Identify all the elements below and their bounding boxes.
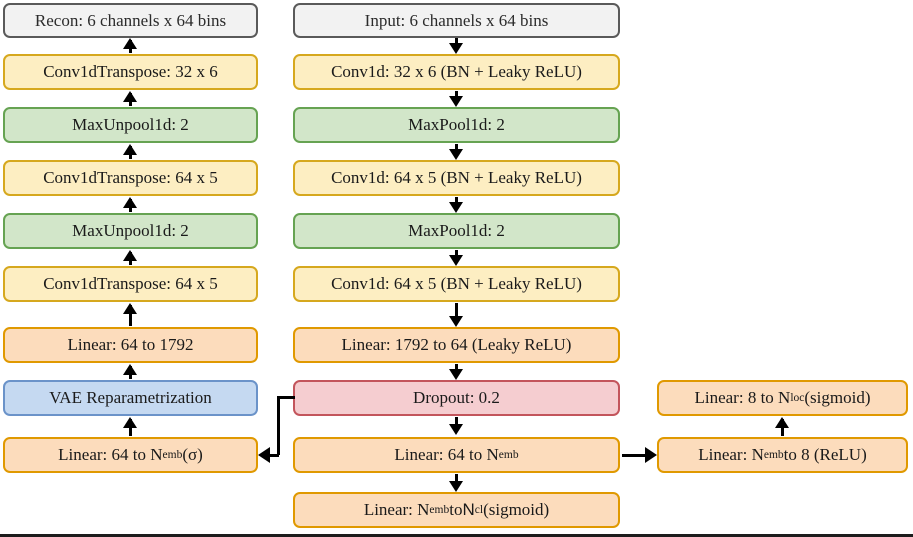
edge-dropout-sigma-horizontal [277,396,295,399]
edge-dropout-sigma-entry [270,454,279,457]
node-vae-reparametrization: VAE Reparametrization [3,380,258,416]
arrowhead-up-vae [123,417,137,428]
arrowhead-down-pool1 [449,96,463,107]
node-conv1: Conv1d: 32 x 6 (BN + Leaky ReLU) [293,54,620,90]
edge-dropout-sigma-vertical [277,396,280,455]
arrowhead-down-embedding [449,424,463,435]
node-deconv1: Conv1dTranspose: 32 x 6 [3,54,258,90]
node-unpool2: MaxUnpool1d: 2 [3,213,258,249]
arrowhead-down-conv3 [449,255,463,266]
node-conv3: Conv1d: 64 x 5 (BN + Leaky ReLU) [293,266,620,302]
node-decoder-linear: Linear: 64 to 1792 [3,327,258,363]
arrowhead-down-pool2 [449,202,463,213]
node-input: Input: 6 channels x 64 bins [293,3,620,38]
arrowhead-up-declinear [123,364,137,375]
arrowhead-up-deconv2 [123,197,137,208]
node-pool1: MaxPool1d: 2 [293,107,620,143]
edge-declinear-deconv3 [129,305,132,326]
node-conv2: Conv1d: 64 x 5 (BN + Leaky ReLU) [293,160,620,196]
arrowhead-up-unpool2 [123,250,137,261]
arrowhead-down-dropout [449,369,463,380]
edge-embedding-classhead [455,474,458,485]
node-recon: Recon: 6 channels x 64 bins [3,3,258,38]
edge-conv3-enclinear [455,303,458,321]
arrowhead-down-conv2 [449,149,463,160]
bottom-rule [0,534,913,537]
edge-embedding-locproj [622,454,646,457]
arrowhead-up-recon [123,38,137,49]
arrowhead-up-locout [775,417,789,428]
node-encoder-linear: Linear: 1792 to 64 (Leaky ReLU) [293,327,620,363]
node-deconv3: Conv1dTranspose: 64 x 5 [3,266,258,302]
node-pool2: MaxPool1d: 2 [293,213,620,249]
arrowhead-left-sigma [258,447,270,463]
arrowhead-down-enclinear [449,316,463,327]
arrowhead-right-locproj [645,447,657,463]
node-unpool1: MaxUnpool1d: 2 [3,107,258,143]
node-deconv2: Conv1dTranspose: 64 x 5 [3,160,258,196]
node-dropout: Dropout: 0.2 [293,380,620,416]
arrowhead-up-deconv1 [123,91,137,102]
arrowhead-up-deconv3 [123,303,137,314]
arrowhead-down-conv1 [449,43,463,54]
arrowhead-down-classhead [449,481,463,492]
arrowhead-up-unpool1 [123,144,137,155]
edge-dropout-embedding [455,417,458,429]
